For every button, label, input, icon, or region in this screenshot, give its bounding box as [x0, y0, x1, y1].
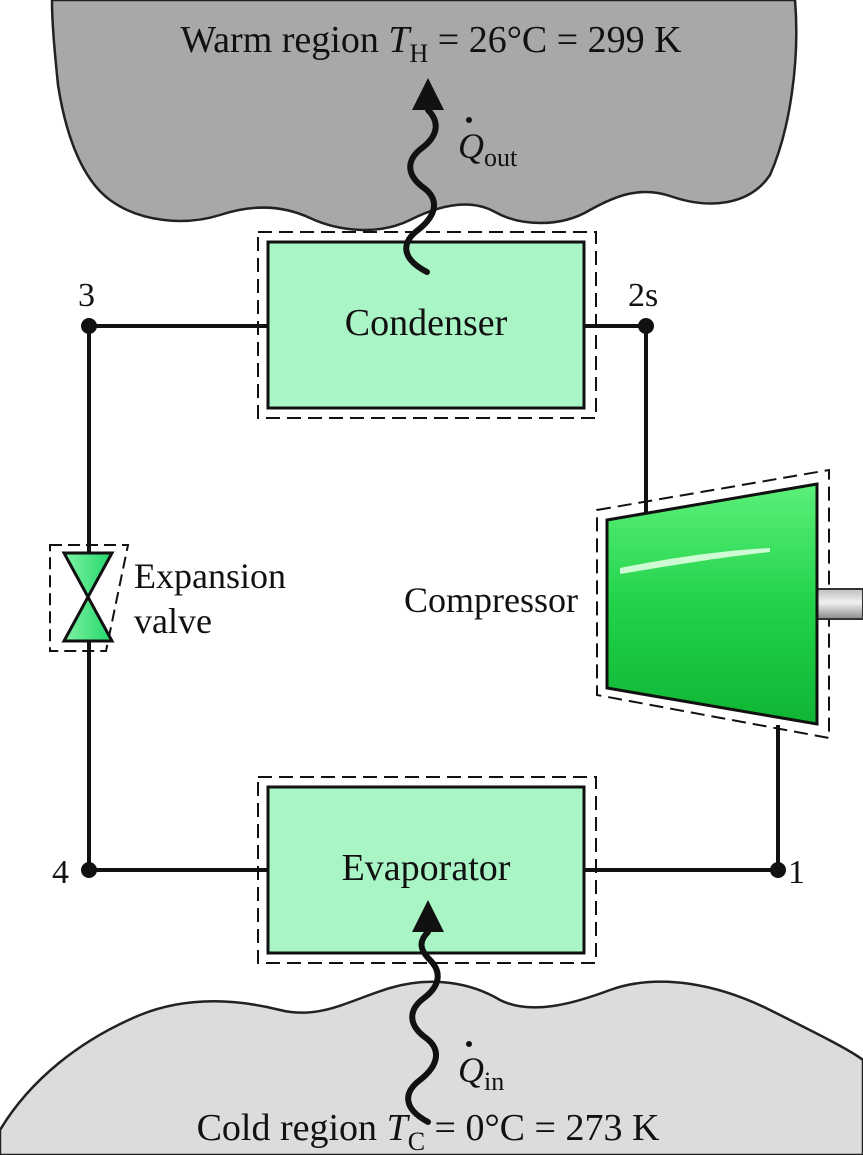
- heat-in-dot: [466, 1041, 472, 1047]
- node-3: [81, 318, 97, 334]
- compressor-shaft: [814, 588, 863, 620]
- state-nodes: [81, 318, 786, 878]
- valve-label-line1: Expansion: [134, 556, 286, 596]
- state-1-label: 1: [788, 854, 805, 891]
- warm-region-cloud: [50, 0, 798, 232]
- state-2s-label: 2s: [628, 277, 658, 314]
- compressor-highlight: [620, 548, 770, 574]
- compressor-boundary: [596, 468, 830, 740]
- valve-upper-triangle: [61, 551, 115, 601]
- state-4-label: 4: [52, 854, 69, 891]
- heat-out-label: Qout: [458, 126, 518, 172]
- condenser-boundary: [257, 231, 597, 419]
- heat-out-dot: [466, 117, 472, 123]
- compressor-label: Compressor: [404, 580, 578, 620]
- heat-in-arrow: [405, 929, 441, 1125]
- node-4: [81, 862, 97, 878]
- state-3-label: 3: [78, 277, 95, 314]
- valve-lower-triangle: [61, 593, 115, 643]
- cold-region-label: Cold region TC = 0°C = 273 K: [197, 1107, 660, 1155]
- heat-out-arrow: [403, 107, 439, 275]
- valve-label-line2: valve: [134, 601, 212, 641]
- compressor-body: [605, 482, 819, 726]
- condenser-label: Condenser: [345, 302, 508, 344]
- valve-boundary: [49, 544, 130, 652]
- warm-region-label: Warm region TH = 26°C = 299 K: [180, 19, 682, 68]
- node-2s: [638, 318, 654, 334]
- heat-in-label: Qin: [458, 1050, 504, 1096]
- evaporator-boundary: [257, 776, 597, 964]
- evaporator-label: Evaporator: [342, 847, 511, 889]
- piping: [87, 324, 780, 872]
- heat-in-arrowhead: [412, 900, 444, 932]
- node-1: [770, 862, 786, 878]
- heat-out-arrowhead: [412, 78, 444, 110]
